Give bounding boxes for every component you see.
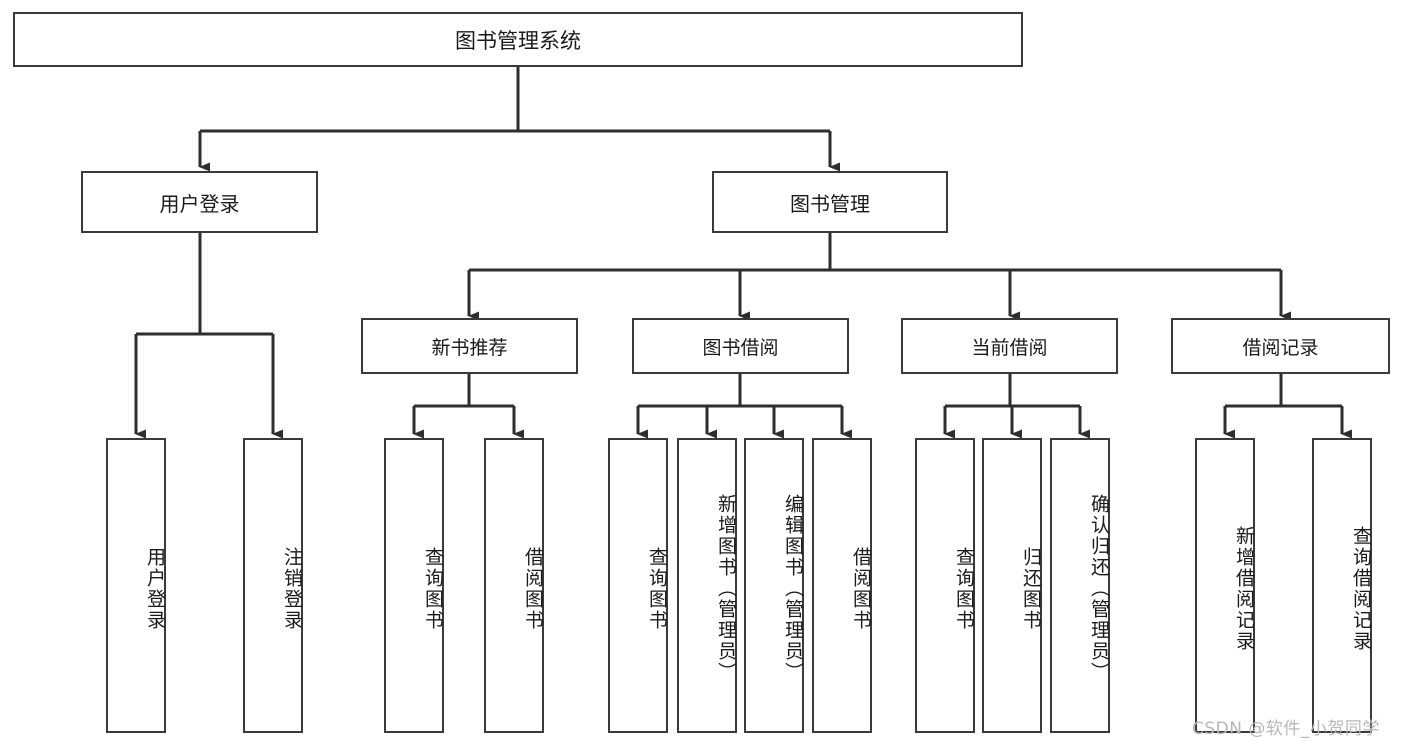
node-current-borrow[interactable]: 当前借阅 xyxy=(901,318,1118,374)
node-label: 新增图书（管理员） xyxy=(715,494,737,683)
node-label: 借阅图书 xyxy=(850,546,872,631)
leaf-new-book-borrow[interactable]: 借阅图书 xyxy=(484,438,544,733)
node-label: 查询借阅记录 xyxy=(1350,525,1372,652)
node-label: 注销登录 xyxy=(281,546,303,631)
node-label: 借阅图书 xyxy=(522,546,544,631)
leaf-record-query[interactable]: 查询借阅记录 xyxy=(1312,438,1372,733)
node-root-system[interactable]: 图书管理系统 xyxy=(13,12,1023,67)
node-label: 查询图书 xyxy=(953,546,975,631)
node-label: 新书推荐 xyxy=(431,336,508,359)
leaf-borrow-edit-book[interactable]: 编辑图书（管理员） xyxy=(744,438,804,733)
node-label: 编辑图书（管理员） xyxy=(782,494,804,683)
node-borrow-record[interactable]: 借阅记录 xyxy=(1171,318,1390,374)
node-label: 图书管理 xyxy=(790,191,870,216)
node-label: 图书管理系统 xyxy=(455,28,581,53)
node-label: 当前借阅 xyxy=(971,336,1048,359)
node-label: 用户登录 xyxy=(159,191,240,216)
node-user-login[interactable]: 用户登录 xyxy=(81,171,318,233)
node-label: 查询图书 xyxy=(646,546,668,631)
leaf-current-return-book[interactable]: 归还图书 xyxy=(982,438,1042,733)
node-label: 用户登录 xyxy=(144,546,166,631)
node-label: 归还图书 xyxy=(1020,546,1042,631)
node-label: 新增借阅记录 xyxy=(1233,525,1255,652)
leaf-user-login[interactable]: 用户登录 xyxy=(106,438,166,733)
node-label: 确认归还（管理员） xyxy=(1088,494,1110,683)
leaf-borrow-query-book[interactable]: 查询图书 xyxy=(608,438,668,733)
leaf-borrow-add-book[interactable]: 新增图书（管理员） xyxy=(677,438,737,733)
leaf-current-query-book[interactable]: 查询图书 xyxy=(915,438,975,733)
node-label: 查询图书 xyxy=(422,546,444,631)
leaf-logout[interactable]: 注销登录 xyxy=(243,438,303,733)
node-book-borrow[interactable]: 图书借阅 xyxy=(632,318,849,374)
leaf-new-book-query[interactable]: 查询图书 xyxy=(384,438,444,733)
leaf-record-add[interactable]: 新增借阅记录 xyxy=(1195,438,1255,733)
leaf-current-confirm-return[interactable]: 确认归还（管理员） xyxy=(1050,438,1110,733)
node-book-management[interactable]: 图书管理 xyxy=(712,171,948,233)
node-label: 图书借阅 xyxy=(702,336,779,359)
leaf-borrow-borrow-book[interactable]: 借阅图书 xyxy=(812,438,872,733)
watermark-csdn: CSDN @软件_小贺同学 xyxy=(1192,719,1380,739)
node-new-book-recommend[interactable]: 新书推荐 xyxy=(361,318,578,374)
node-label: 借阅记录 xyxy=(1242,336,1319,359)
